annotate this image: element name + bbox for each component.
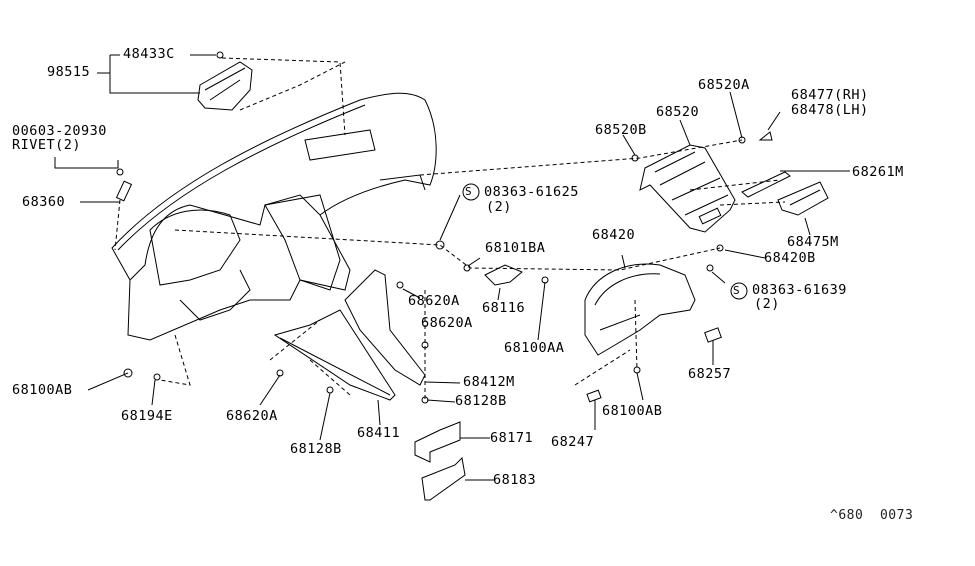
part-68420 bbox=[584, 263, 696, 356]
callout-68520a: 68520A bbox=[698, 77, 750, 93]
part-68194e bbox=[153, 373, 161, 381]
screw-symbol-label-2: S bbox=[733, 284, 741, 297]
part-68183 bbox=[421, 456, 466, 501]
part-68171 bbox=[414, 421, 461, 463]
part-68520 bbox=[639, 144, 736, 233]
rivet bbox=[116, 168, 124, 176]
part-98515 bbox=[197, 61, 253, 111]
callout-68183: 68183 bbox=[493, 472, 537, 488]
callout-68360: 68360 bbox=[22, 194, 66, 210]
part-68475m bbox=[777, 181, 829, 216]
reference-code: ^680 0073 bbox=[830, 508, 914, 523]
part-68620a-lower bbox=[276, 369, 284, 377]
callout-08363-61639: 08363-61639 bbox=[752, 282, 847, 298]
part-68620a-upper bbox=[396, 281, 404, 289]
callout-68420b: 68420B bbox=[764, 250, 816, 266]
callout-68620a-lower: 68620A bbox=[226, 408, 278, 424]
callout-68194e: 68194E bbox=[121, 408, 173, 424]
screw-symbol-label-1: S bbox=[465, 185, 473, 198]
callout-48433c: 48433C bbox=[123, 46, 175, 62]
callout-68128b-right: 68128B bbox=[455, 393, 507, 409]
screw-08363-61639 bbox=[706, 264, 714, 272]
callout-68261m: 68261M bbox=[852, 164, 904, 180]
part-68257 bbox=[704, 327, 722, 343]
part-48433c bbox=[216, 51, 224, 59]
callout-68411: 68411 bbox=[357, 425, 401, 441]
assembly-lines bbox=[114, 57, 786, 400]
part-68360 bbox=[115, 180, 133, 202]
leader-lines bbox=[54, 54, 850, 481]
part-68128b-lower bbox=[326, 386, 334, 394]
callout-00603-20930: 00603-20930 bbox=[12, 123, 107, 139]
instrument-panel-pad bbox=[111, 92, 437, 341]
callout-68478-lh: 68478(LH) bbox=[791, 102, 869, 118]
callout-68101ba: 68101BA bbox=[485, 240, 546, 256]
callout-68257: 68257 bbox=[688, 366, 732, 382]
callout-qty-2-upper: (2) bbox=[486, 199, 512, 215]
screw-symbol-2 bbox=[730, 282, 748, 300]
callout-68620a-upper: 68620A bbox=[408, 293, 460, 309]
callout-98515: 98515 bbox=[47, 64, 91, 80]
callout-68477-rh: 68477(RH) bbox=[791, 87, 869, 103]
callout-qty-2-lower: (2) bbox=[754, 296, 780, 312]
part-68477-68478 bbox=[758, 131, 773, 141]
part-68261m bbox=[741, 171, 791, 198]
part-68116 bbox=[484, 264, 523, 286]
callout-68247: 68247 bbox=[551, 434, 595, 450]
callout-68620a-mid: 68620A bbox=[421, 315, 473, 331]
callout-68171: 68171 bbox=[490, 430, 534, 446]
part-68247 bbox=[586, 389, 602, 403]
callout-68520b: 68520B bbox=[595, 122, 647, 138]
callout-68100ab-right: 68100AB bbox=[602, 403, 663, 419]
callout-68420: 68420 bbox=[592, 227, 636, 243]
callout-68100aa: 68100AA bbox=[504, 340, 565, 356]
callout-68100ab-left: 68100AB bbox=[12, 382, 73, 398]
callout-08363-61625: 08363-61625 bbox=[484, 184, 579, 200]
callout-68116: 68116 bbox=[482, 300, 526, 316]
callout-68520: 68520 bbox=[656, 104, 700, 120]
callout-68128b-lower: 68128B bbox=[290, 441, 342, 457]
callout-rivet: RIVET(2) bbox=[12, 137, 82, 153]
part-68101ba bbox=[463, 264, 471, 272]
screw-symbol-1 bbox=[462, 183, 480, 201]
callout-68412m: 68412M bbox=[463, 374, 515, 390]
callout-68475m: 68475M bbox=[787, 234, 839, 250]
